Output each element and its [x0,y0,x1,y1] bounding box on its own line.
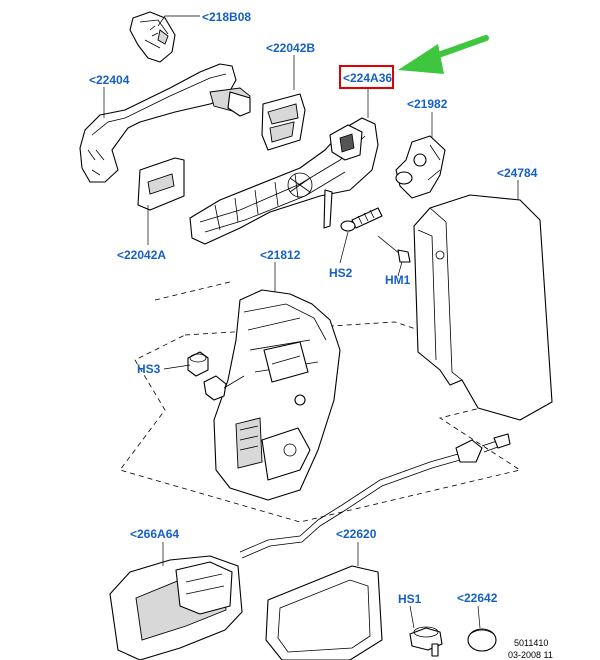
callout-22620: <22620 [336,527,377,541]
part-22620-bezel [265,565,383,660]
part-hs3-screw [187,351,209,377]
part-hs1-screw [409,626,443,657]
footer-diagram-code: 5011410 [514,638,548,648]
part-266a64-inner-handle [109,555,243,660]
part-22042b-gasket [261,93,306,151]
leader-lines [103,15,519,629]
callout-hs1: HS1 [398,592,422,606]
highlight-box-224a36 [339,65,394,89]
part-hm1-pin [377,235,411,263]
part-22404-outer-handle [79,63,251,183]
green-pointer-arrow [398,35,489,74]
part-hs2-screw [340,207,383,232]
callout-224a36: <224A36 [343,71,392,85]
callout-22042b: <22042B [266,41,315,55]
part-22042a-gasket [137,157,185,211]
callout-218b08: <218B08 [202,10,251,24]
callout-21812: <21812 [260,248,301,262]
callouts: <218B08 <22042B <224A36 <22404 <21982 <2… [89,10,553,660]
callout-hm1: HM1 [385,273,411,287]
callout-22404: <22404 [89,73,130,87]
callout-hs2: HS2 [329,266,353,280]
part-21982-clip [395,135,446,199]
part-22642-cap [467,628,497,652]
callout-266a64: <266A64 [130,527,179,541]
part-lever-bracket [203,375,245,401]
callout-21982: <21982 [407,97,448,111]
part-21812-latch [213,289,341,501]
callout-22642: <22642 [457,591,498,605]
callout-24784: <24784 [497,166,538,180]
part-release-cable [239,433,511,559]
part-224a36-handle-bracket [189,117,379,245]
part-218b08-end-cap [129,11,176,63]
footer-diagram-date: 03-2008 11 [508,650,553,660]
callout-hs3: HS3 [137,362,161,376]
callout-22042a: <22042A [117,248,166,262]
part-24784-cover [413,194,553,421]
